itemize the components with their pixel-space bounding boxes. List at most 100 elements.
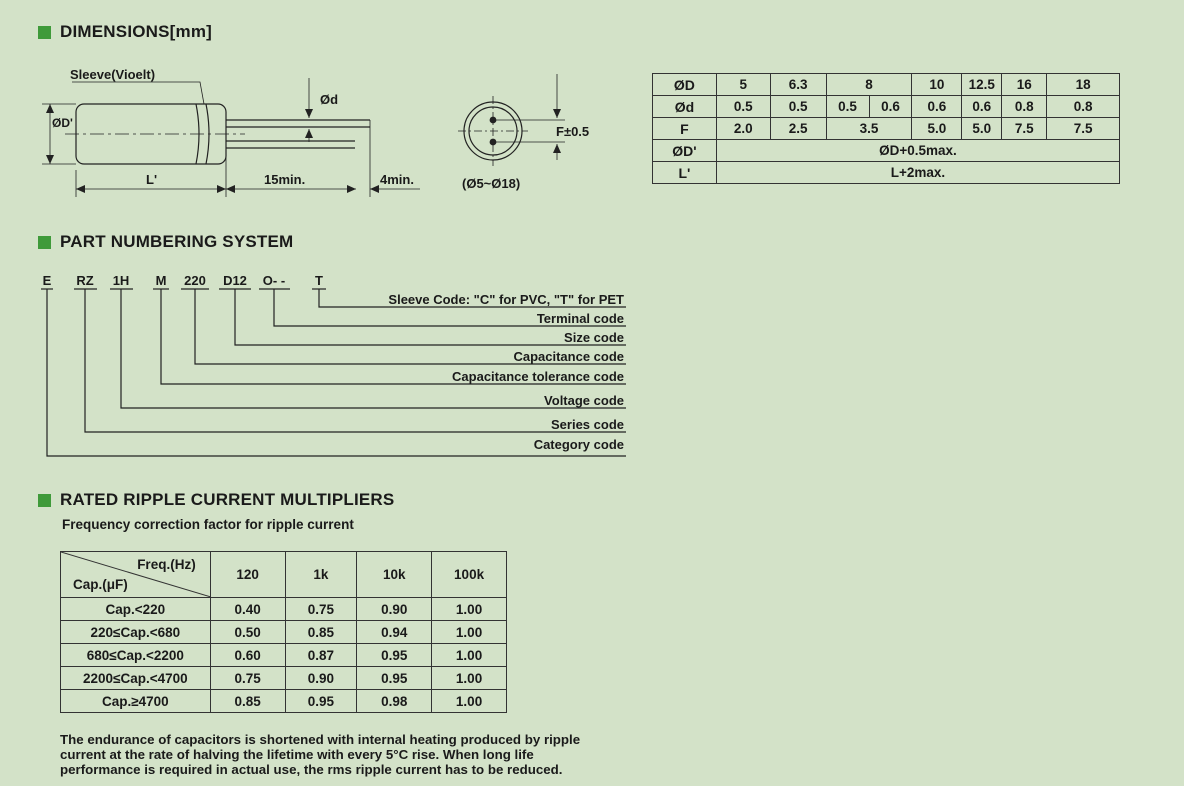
code-tolerance: M bbox=[156, 273, 167, 288]
section-header-dimensions: DIMENSIONS[mm] bbox=[38, 22, 212, 42]
table-cell: 1.00 bbox=[431, 689, 507, 713]
section-header-ripple: RATED RIPPLE CURRENT MULTIPLIERS bbox=[38, 490, 394, 510]
table-cell: 0.95 bbox=[356, 666, 433, 690]
f-tolerance-label: F±0.5 bbox=[556, 124, 589, 139]
code-category: E bbox=[43, 273, 52, 288]
freq-cell: 120 bbox=[209, 551, 286, 598]
table-cell: 16 bbox=[1001, 73, 1048, 96]
od-prime-label: ØD' bbox=[52, 116, 73, 130]
code-capacitance: 220 bbox=[184, 273, 206, 288]
bullet-square-icon bbox=[38, 493, 51, 507]
freq-cell: 10k bbox=[356, 551, 433, 598]
table-cell: 0.6 bbox=[868, 95, 913, 118]
table-cell: 1.00 bbox=[431, 643, 507, 667]
table-row: Ød 0.5 0.5 0.5 0.6 0.6 0.6 0.8 0.8 bbox=[652, 95, 1120, 118]
table-cell: 0.60 bbox=[209, 643, 286, 667]
label-terminal-code: Terminal code bbox=[537, 311, 624, 326]
table-cell: 0.5 bbox=[769, 95, 827, 118]
freq-cell: 1k bbox=[284, 551, 358, 598]
table-cell: 18 bbox=[1046, 73, 1120, 96]
min4-label: 4min. bbox=[380, 172, 414, 187]
code-series: RZ bbox=[76, 273, 93, 288]
table-cell: 8 bbox=[825, 73, 913, 96]
note-line: current at the rate of halving the lifet… bbox=[60, 747, 534, 762]
label-capacitance-code: Capacitance code bbox=[513, 349, 624, 364]
row-head: Ød bbox=[652, 95, 717, 118]
note-line: performance is required in actual use, t… bbox=[60, 762, 563, 777]
freq-cell: 100k bbox=[431, 551, 507, 598]
table-cell: 0.40 bbox=[209, 597, 286, 621]
label-sleeve-code: Sleeve Code: "C" for PVC, "T" for PET bbox=[388, 292, 624, 307]
row-head: ØD bbox=[652, 73, 717, 96]
table-cell: 0.98 bbox=[356, 689, 433, 713]
section-title: DIMENSIONS[mm] bbox=[60, 22, 213, 41]
table-cell: 7.5 bbox=[1001, 117, 1048, 140]
freq-header: Freq.(Hz) bbox=[137, 557, 196, 572]
note-line: The endurance of capacitors is shortened… bbox=[60, 732, 581, 747]
code-sleeve: T bbox=[315, 273, 323, 288]
table-cell: 5.0 bbox=[911, 117, 963, 140]
table-row: Cap.<220 0.40 0.75 0.90 1.00 bbox=[60, 597, 507, 621]
table-cell: 0.8 bbox=[1001, 95, 1048, 118]
table-cell: 0.95 bbox=[284, 689, 358, 713]
table-cell: 0.94 bbox=[356, 620, 433, 644]
table-cell: 0.87 bbox=[284, 643, 358, 667]
table-cell: L+2max. bbox=[715, 161, 1121, 184]
cap-range-cell: Cap.<220 bbox=[60, 597, 211, 621]
table-row: Cap.≥4700 0.85 0.95 0.98 1.00 bbox=[60, 689, 507, 713]
code-size: D12 bbox=[223, 273, 247, 288]
table-row: 2200≤Cap.<4700 0.75 0.90 0.95 1.00 bbox=[60, 666, 507, 690]
table-cell: 0.85 bbox=[284, 620, 358, 644]
table-cell: 1.00 bbox=[431, 666, 507, 690]
cap-header: Cap.(μF) bbox=[73, 577, 128, 592]
section-title: RATED RIPPLE CURRENT MULTIPLIERS bbox=[60, 490, 395, 509]
code-voltage: 1H bbox=[113, 273, 130, 288]
min15-label: 15min. bbox=[264, 172, 305, 187]
cap-range-cell: 220≤Cap.<680 bbox=[60, 620, 211, 644]
table-row: 680≤Cap.<2200 0.60 0.87 0.95 1.00 bbox=[60, 643, 507, 667]
table-cell: 0.6 bbox=[961, 95, 1003, 118]
label-voltage-code: Voltage code bbox=[544, 393, 624, 408]
ripple-note: The endurance of capacitors is shortened… bbox=[60, 732, 660, 777]
cap-range-cell: 2200≤Cap.<4700 bbox=[60, 666, 211, 690]
table-cell: 5 bbox=[715, 73, 771, 96]
table-cell: 0.90 bbox=[284, 666, 358, 690]
section-title: PART NUMBERING SYSTEM bbox=[60, 232, 294, 251]
table-cell: 2.5 bbox=[769, 117, 827, 140]
diagonal-line bbox=[61, 552, 211, 597]
table-header-row: Freq.(Hz) Cap.(μF) 120 1k 10k 100k bbox=[60, 551, 507, 598]
phi-d-label: Ød bbox=[320, 92, 338, 107]
table-cell: 0.90 bbox=[356, 597, 433, 621]
table-cell: 0.50 bbox=[209, 620, 286, 644]
capacitor-dimension-drawing: Sleeve(Vioelt) ØD' Ød L' 15min. 4min. F±… bbox=[42, 67, 589, 197]
bullet-square-icon bbox=[38, 235, 51, 249]
table-cell: 6.3 bbox=[769, 73, 827, 96]
row-head: F bbox=[652, 117, 717, 140]
table-cell: 1.00 bbox=[431, 597, 507, 621]
label-category-code: Category code bbox=[534, 437, 624, 452]
table-row: 220≤Cap.<680 0.50 0.85 0.94 1.00 bbox=[60, 620, 507, 644]
section-header-part-numbering: PART NUMBERING SYSTEM bbox=[38, 232, 293, 252]
table-cell: 0.95 bbox=[356, 643, 433, 667]
table-cell: 0.6 bbox=[911, 95, 963, 118]
l-prime-label: L' bbox=[146, 172, 157, 187]
table-cell: 7.5 bbox=[1046, 117, 1120, 140]
table-cell: 0.75 bbox=[209, 666, 286, 690]
table-cell: 2.0 bbox=[715, 117, 771, 140]
code-terminal: O- - bbox=[263, 273, 285, 288]
part-numbering-diagram: E RZ 1H M 220 D12 O- - T Sleeve Code: "C… bbox=[41, 273, 626, 457]
label-size-code: Size code bbox=[564, 330, 624, 345]
sleeve-label: Sleeve(Vioelt) bbox=[70, 67, 155, 82]
table-cell: 0.85 bbox=[209, 689, 286, 713]
table-cell: 0.5 bbox=[825, 95, 870, 118]
table-cell: 5.0 bbox=[961, 117, 1003, 140]
table-cell: 0.75 bbox=[284, 597, 358, 621]
ripple-subtitle: Frequency correction factor for ripple c… bbox=[62, 517, 354, 532]
diameter-range-label: (Ø5~Ø18) bbox=[462, 176, 520, 191]
table-row: ØD 5 6.3 8 10 12.5 16 18 bbox=[652, 73, 1120, 96]
bullet-square-icon bbox=[38, 25, 51, 39]
table-cell: ØD+0.5max. bbox=[715, 139, 1121, 162]
table-cell: 0.8 bbox=[1046, 95, 1120, 118]
table-row: F 2.0 2.5 3.5 5.0 5.0 7.5 7.5 bbox=[652, 117, 1120, 140]
table-cell: 12.5 bbox=[961, 73, 1003, 96]
